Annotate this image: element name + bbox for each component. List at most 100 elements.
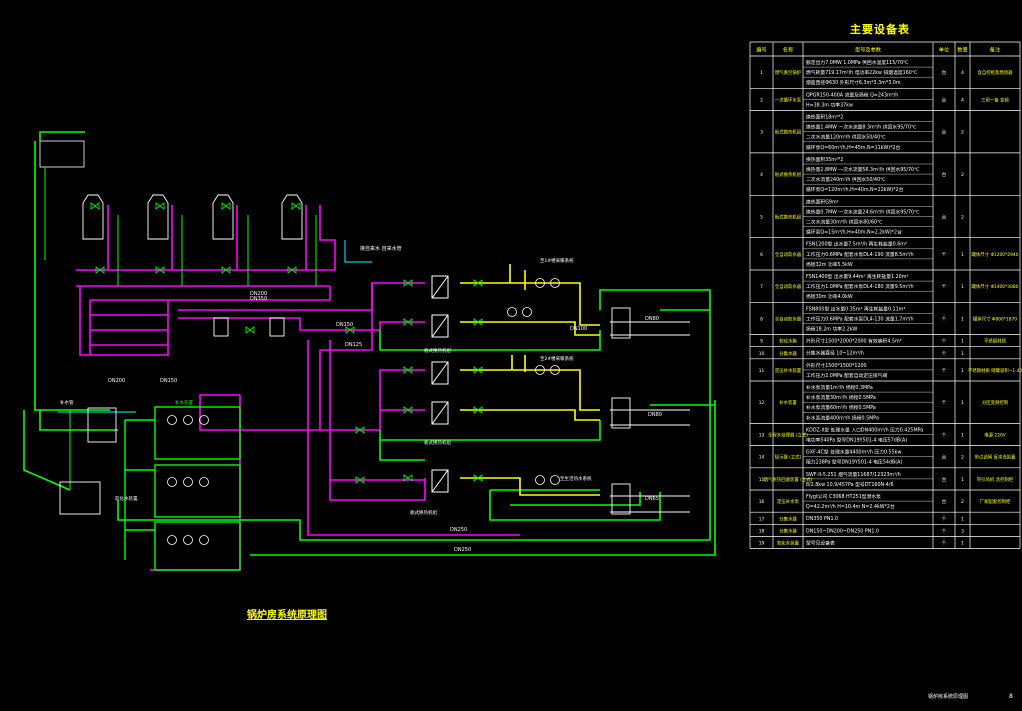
table-spec-line: FSN800型 出水量0.35m³ 再生耗盐量0.11m³	[806, 305, 905, 312]
valve-icon	[291, 202, 301, 210]
label-dn150-b: DN150	[336, 322, 353, 328]
table-spec-line: 工作压力0.6MPa 配套水泵DL4-190 流量8.5m³/h	[806, 251, 914, 258]
table-cell: 台	[942, 129, 947, 136]
table-cell: 定压补水装置	[775, 367, 802, 374]
table-cell: 软化水箱	[779, 338, 797, 345]
valve-icon	[287, 266, 297, 274]
table-spec-line: 换热面积18m²*2	[806, 114, 843, 121]
table-cell: 2	[961, 215, 964, 221]
table-cell: 4	[961, 97, 964, 103]
table-cell: 罐体尺寸 Φ1400*3080	[972, 283, 1019, 290]
heat-exchangers	[431, 275, 449, 493]
table-spec-line: 型号见设备表	[806, 539, 835, 546]
table-spec-line: FSN1200型 出水量7.5m³/h 再生耗盐量0.6m³	[806, 241, 907, 248]
table-cell: 全自动软水器	[775, 315, 802, 322]
label-hx2: 板式换热机组	[424, 439, 451, 446]
table-spec-line: 二次水流量30m³/h 供回水80/60℃	[806, 219, 883, 226]
valve-icon	[221, 266, 231, 274]
table-spec-line: 扬程32m 功率5.5kW	[806, 261, 853, 268]
table-spec-line: DN350 PN1.0	[806, 516, 838, 522]
table-spec-line: 换热量1.4MW 一次水流量8.3m³/h 供回水95/70℃	[806, 124, 917, 131]
table-cell: 个	[942, 528, 947, 534]
valve-icon	[221, 202, 231, 210]
table-spec-line: 8/2.8kw 10.9/457Pa 型号DT160N-4/6	[806, 481, 894, 488]
table-title: 主要设备表	[850, 23, 910, 36]
table-cell: 板式换热机组	[775, 214, 802, 221]
pump-icon	[167, 535, 177, 545]
table-spec-line: 循环泵Q=60m³/h,H=45m,N=11kW)*2台	[806, 144, 901, 151]
table-spec-line: 扬程30m 功率4.0kW	[806, 293, 853, 300]
table-spec-line: GXF-4C型 处理水量4400m³/h 压力0.55kw	[806, 449, 901, 456]
equipment-table	[749, 41, 1021, 549]
label-user1: 至1#楼采暖系统	[540, 257, 574, 264]
table-cell: 3	[760, 130, 763, 136]
table-cell: 10	[759, 351, 765, 357]
label-dn250-a: DN250	[450, 527, 467, 533]
table-cell: 6	[760, 252, 763, 258]
table-cell: 个	[942, 284, 947, 290]
label-user3: 至生活热水系统	[560, 475, 592, 482]
valve-icon	[345, 326, 355, 334]
table-spec-line: 分集水器直径 10~12m³/h	[806, 350, 864, 357]
table-cell: 1	[961, 252, 964, 258]
table-header-cell: 名称	[783, 46, 793, 54]
table-cell: 7	[760, 284, 763, 290]
schematic-pipes	[23, 131, 716, 571]
table-cell: 全自动软水器	[775, 283, 802, 290]
table-cell: 2	[961, 499, 964, 505]
label-softener: 软化水装置	[115, 495, 138, 502]
table-cell: 18	[759, 528, 765, 534]
label-dn80-a: DN80	[645, 316, 659, 322]
table-cell: 2	[961, 455, 964, 461]
pump-icon	[199, 535, 209, 545]
valve-icon	[403, 474, 413, 482]
label-dn80-b: DN80	[648, 412, 662, 418]
equipment-labels: 板式换热机组 板式换热机组 板式换热机组 至1#楼采暖系统 至2#楼采暖系统 至…	[60, 257, 592, 516]
table-cell: 13	[759, 433, 765, 439]
table-cell: 补水装置	[779, 399, 797, 406]
table-cell: 2	[961, 172, 964, 178]
table-cell: 带过滤网 反冲洗装置	[975, 454, 1017, 461]
table-cell: 厂家配套控制柜	[980, 498, 1011, 505]
valve-icon	[473, 474, 483, 482]
table-header-cell: 数量	[957, 46, 967, 54]
table-spec-line: 换热面积35m²*2	[806, 156, 843, 163]
label-makeup: 补水管	[60, 399, 74, 406]
valve-icon	[155, 266, 165, 274]
table-cell: 台	[942, 476, 947, 483]
pump-icon	[507, 307, 517, 317]
table-cell: 分集水器	[779, 350, 797, 357]
table-spec-line: QPGR150-400A 流量及扬程 Q=243m³/h	[806, 91, 898, 98]
table-spec-line: Q=42.2m³/h H=10.4m N=2.4kW*2台	[806, 503, 895, 510]
table-spec-line: 二次水流量120m³/h 供回水50/40℃	[806, 134, 886, 141]
sheet-label: 锅炉房系统原理图	[928, 694, 969, 700]
table-cell: 1	[760, 70, 763, 76]
table-cell: 14	[759, 455, 765, 461]
table-cell: 三用一备 变频	[981, 96, 1009, 103]
table-cell: 带引风机 含控制柜	[977, 476, 1014, 483]
table-spec-line: 换热面积G9m²	[806, 198, 839, 205]
table-header-cell: 编号	[756, 46, 766, 54]
valve-icon	[403, 406, 413, 414]
pump-icon	[522, 307, 532, 317]
table-spec-line: 阻力238Pa 型号DN19Y501-4 电压54dB(A)	[806, 459, 902, 466]
label-dn200-a: DN200	[108, 378, 125, 384]
table-cell: 12	[759, 400, 765, 406]
table-spec-line: 循环泵Q=120m³/h,H=40m,N=22kW)*2台	[806, 186, 904, 193]
table-cell: 含自控柜及燃烧器	[977, 69, 1013, 76]
table-spec-line: 电功率540Pa 型号DN19Y501-4 电压57dB(A)	[806, 437, 907, 444]
table-cell: 11	[759, 368, 765, 374]
valve-icon	[245, 326, 255, 334]
pump-icon	[535, 475, 545, 485]
pump-icon	[550, 278, 560, 288]
table-spec-line: 烟囱直径Φ630 外形尺寸6.3m*3.3m*3.0m	[806, 79, 901, 86]
table-spec-line: 扬程18.2m 功率2.2kW	[806, 326, 857, 333]
table-cell: 3	[961, 528, 964, 534]
table-spec-line: 补水泵流量30m³/h 扬程0.5MPa	[806, 394, 876, 401]
table-cell: 不锈钢材质	[984, 338, 1007, 345]
pump-icon	[535, 365, 545, 375]
valve-icon	[473, 279, 483, 287]
pump-icon	[167, 415, 177, 425]
